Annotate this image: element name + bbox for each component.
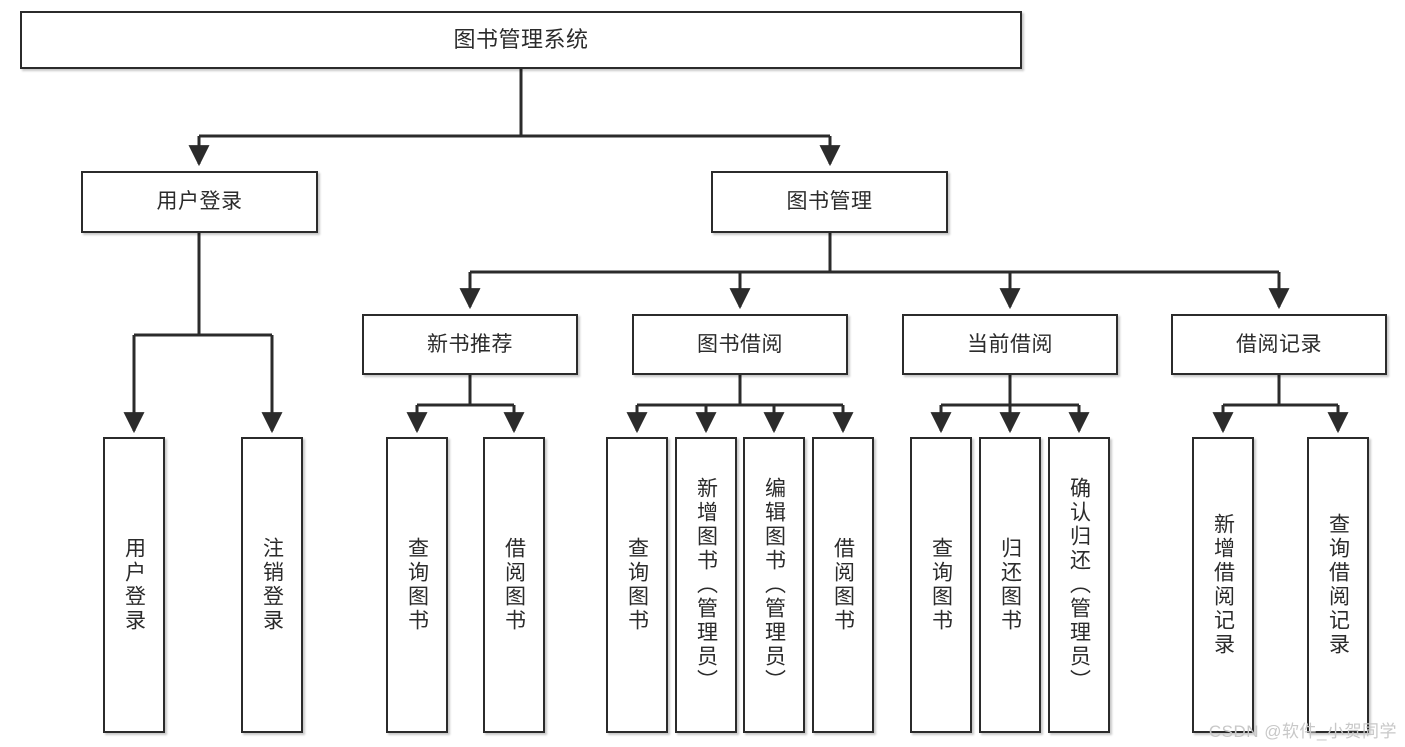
node-leaf-query-record[interactable]: 查询借阅记录 xyxy=(1307,437,1369,733)
node-leaf-edit-book[interactable]: 编辑图书（管理员） xyxy=(743,437,805,733)
node-leaf-user-login[interactable]: 用户登录 xyxy=(103,437,165,733)
node-leaf-query-record-label: 查询借阅记录 xyxy=(1326,513,1350,657)
node-borrow-record-label: 借阅记录 xyxy=(1236,332,1322,356)
node-leaf-borrow-book-a[interactable]: 借阅图书 xyxy=(483,437,545,733)
node-current-borrow[interactable]: 当前借阅 xyxy=(902,314,1118,375)
node-leaf-add-record[interactable]: 新增借阅记录 xyxy=(1192,437,1254,733)
node-leaf-query-book-b[interactable]: 查询图书 xyxy=(606,437,668,733)
node-new-book-rec[interactable]: 新书推荐 xyxy=(362,314,578,375)
node-book-manage[interactable]: 图书管理 xyxy=(711,171,948,233)
node-root-label: 图书管理系统 xyxy=(453,26,589,52)
node-leaf-edit-book-label: 编辑图书（管理员） xyxy=(762,477,786,693)
node-book-manage-label: 图书管理 xyxy=(786,190,873,214)
node-leaf-confirm-return[interactable]: 确认归还（管理员） xyxy=(1048,437,1110,733)
node-leaf-logout-label: 注销登录 xyxy=(260,537,284,633)
node-leaf-add-book[interactable]: 新增图书（管理员） xyxy=(675,437,737,733)
node-leaf-query-book-c[interactable]: 查询图书 xyxy=(910,437,972,733)
node-leaf-confirm-return-label: 确认归还（管理员） xyxy=(1067,477,1091,693)
watermark: CSDN @软件_小贺同学 xyxy=(1208,722,1397,741)
node-leaf-return-book-label: 归还图书 xyxy=(998,537,1022,633)
node-leaf-query-book-c-label: 查询图书 xyxy=(929,537,953,633)
node-user-login-label: 用户登录 xyxy=(156,190,243,214)
node-leaf-logout[interactable]: 注销登录 xyxy=(241,437,303,733)
node-new-book-rec-label: 新书推荐 xyxy=(427,332,513,356)
node-root[interactable]: 图书管理系统 xyxy=(20,11,1022,69)
node-leaf-borrow-book-b-label: 借阅图书 xyxy=(831,537,855,633)
node-leaf-query-book-a-label: 查询图书 xyxy=(405,537,429,633)
node-current-borrow-label: 当前借阅 xyxy=(967,332,1053,356)
node-leaf-query-book-b-label: 查询图书 xyxy=(625,537,649,633)
node-leaf-query-book-a[interactable]: 查询图书 xyxy=(386,437,448,733)
node-leaf-add-book-label: 新增图书（管理员） xyxy=(694,477,718,693)
node-leaf-borrow-book-b[interactable]: 借阅图书 xyxy=(812,437,874,733)
node-leaf-add-record-label: 新增借阅记录 xyxy=(1211,513,1235,657)
node-book-borrow[interactable]: 图书借阅 xyxy=(632,314,848,375)
node-leaf-borrow-book-a-label: 借阅图书 xyxy=(502,537,526,633)
node-user-login[interactable]: 用户登录 xyxy=(81,171,318,233)
node-book-borrow-label: 图书借阅 xyxy=(697,332,783,356)
node-leaf-user-login-label: 用户登录 xyxy=(122,537,146,633)
node-borrow-record[interactable]: 借阅记录 xyxy=(1171,314,1387,375)
node-leaf-return-book[interactable]: 归还图书 xyxy=(979,437,1041,733)
